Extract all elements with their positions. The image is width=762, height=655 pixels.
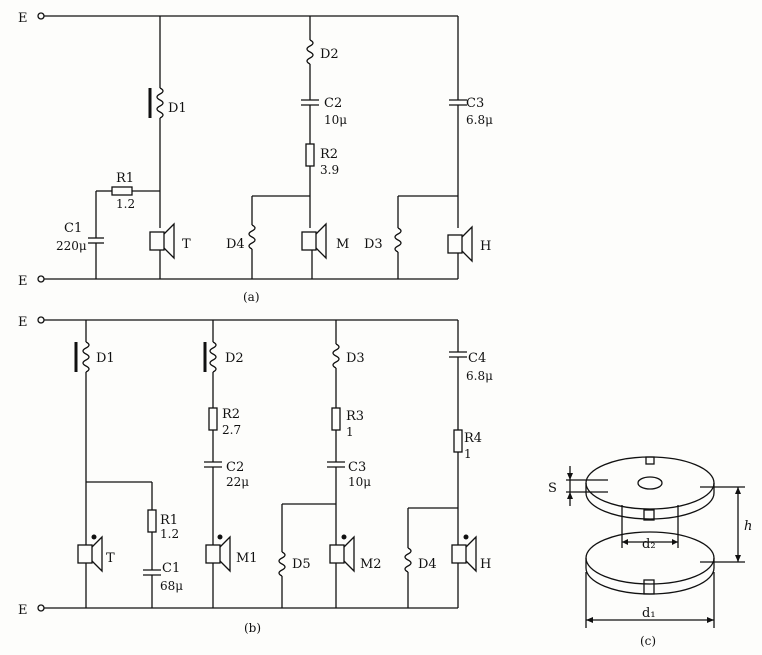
value-b-c2: 22μ (226, 475, 249, 489)
value-b-c1: 68μ (160, 579, 183, 593)
speaker-b-m2 (329, 544, 345, 564)
speaker-a-m (301, 231, 317, 251)
dim-d1: d₁ (642, 606, 656, 621)
value-a-c3: 6.8μ (466, 113, 493, 127)
resistor-a-r2 (305, 143, 315, 167)
terminal-a-top-label: E (18, 11, 28, 26)
value-a-c1: 220μ (56, 239, 87, 253)
value-a-r1: 1.2 (116, 197, 135, 211)
label-a-c1: C1 (64, 221, 82, 236)
inductor-a-d2 (306, 39, 314, 65)
value-b-r1: 1.2 (160, 527, 179, 541)
inductor-a-d1 (156, 87, 164, 119)
label-a-c2: C2 (324, 96, 342, 111)
value-b-r4: 1 (464, 447, 472, 461)
inductor-a-d3 (394, 227, 402, 253)
label-b-m2: M2 (360, 557, 382, 572)
terminal-b-top (37, 316, 45, 324)
label-b-r4: R4 (464, 431, 482, 446)
label-a-d1: D1 (168, 101, 187, 116)
dim-h: h (744, 519, 752, 534)
label-a-r2: R2 (320, 147, 338, 162)
bobbin-top-flange (585, 456, 715, 510)
label-b-r1: R1 (160, 513, 178, 528)
value-b-c3: 10μ (348, 475, 371, 489)
label-b-c3: C3 (348, 460, 366, 475)
label-b-d3: D3 (346, 351, 365, 366)
label-b-h: H (480, 557, 491, 572)
label-a-d3: D3 (364, 237, 383, 252)
terminal-b-top-label: E (18, 315, 28, 330)
bobbin-hole (637, 476, 663, 490)
resistor-b-r2 (208, 407, 218, 431)
speaker-a-h (447, 234, 463, 254)
label-b-d2: D2 (225, 351, 244, 366)
resistor-b-r4 (453, 429, 463, 453)
resistor-a-r1 (111, 186, 133, 196)
terminal-b-bottom (37, 604, 45, 612)
label-b-c1: C1 (162, 561, 180, 576)
value-b-c4: 6.8μ (466, 369, 493, 383)
label-a-r1: R1 (116, 171, 134, 186)
label-b-c4: C4 (468, 351, 486, 366)
label-a-c3: C3 (466, 96, 484, 111)
terminal-a-bottom (37, 275, 45, 283)
caption-b: (b) (244, 621, 261, 635)
polarity-dot-b-t (91, 534, 97, 540)
inductor-b-d1 (82, 341, 90, 373)
value-a-r2: 3.9 (320, 163, 339, 177)
terminal-a-bottom-label: E (18, 274, 28, 289)
terminal-b-bottom-label: E (18, 603, 28, 618)
bobbin-drawing: d₂ d₁ h S (c) (548, 456, 752, 648)
inductor-b-d4 (404, 547, 412, 573)
label-b-m1: M1 (236, 551, 258, 566)
label-b-d5: D5 (292, 557, 311, 572)
circuit-a: E E D1 R1 1.2 C1 220μ T D2 C2 (18, 11, 493, 304)
speaker-a-t (149, 231, 165, 251)
inductor-a-d4 (248, 224, 256, 250)
value-a-c2: 10μ (324, 113, 347, 127)
label-b-t: T (106, 551, 115, 566)
label-b-r2: R2 (222, 407, 240, 422)
label-b-d4: D4 (418, 557, 437, 572)
label-a-h: H (480, 239, 491, 254)
terminal-a-top (37, 12, 45, 20)
caption-c: (c) (640, 634, 656, 648)
label-b-r3: R3 (346, 409, 364, 424)
resistor-b-r1 (147, 509, 157, 533)
label-a-m: M (336, 237, 349, 252)
label-b-c2: C2 (226, 460, 244, 475)
dim-d2: d₂ (642, 537, 656, 552)
circuit-b: E E D1 R1 1.2 C1 68μ T D2 R2 (18, 315, 493, 635)
label-b-d1: D1 (96, 351, 115, 366)
inductor-b-d2 (209, 341, 217, 373)
value-b-r3: 1 (346, 425, 354, 439)
resistor-b-r3 (331, 407, 341, 431)
speaker-b-t (77, 544, 93, 564)
label-a-d2: D2 (320, 47, 339, 62)
label-a-d4: D4 (226, 237, 245, 252)
speaker-b-m1 (205, 544, 221, 564)
speaker-b-h (451, 544, 467, 564)
caption-a: (a) (243, 290, 260, 304)
inductor-b-d5 (278, 551, 286, 577)
dim-s: S (548, 481, 557, 496)
inductor-b-d3 (332, 343, 340, 369)
label-a-t: T (182, 237, 191, 252)
value-b-r2: 2.7 (222, 423, 241, 437)
